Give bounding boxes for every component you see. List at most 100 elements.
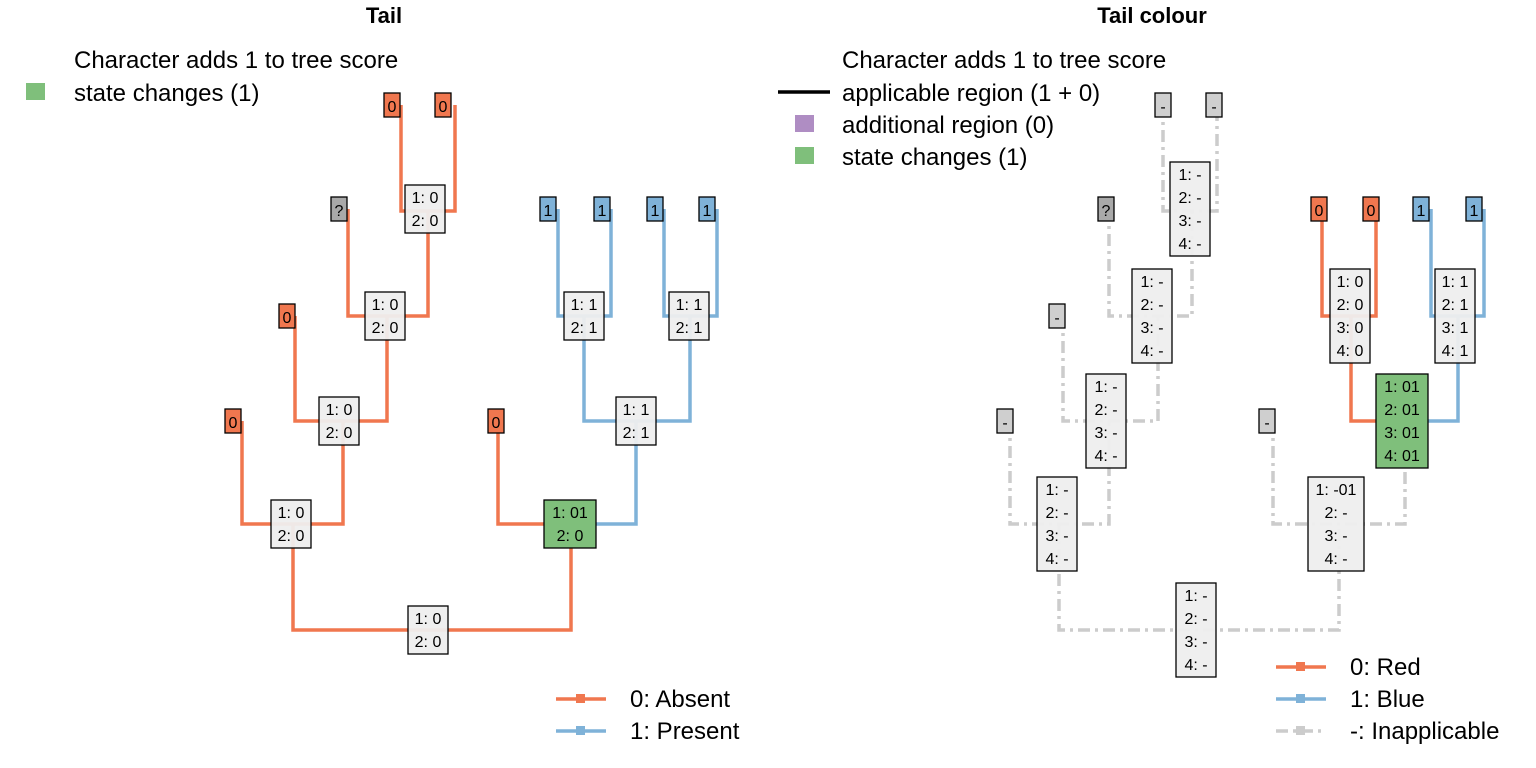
- tail-colour-score-item: state changes (1): [842, 144, 1027, 171]
- node-state-line: 4: 0: [1337, 343, 1364, 360]
- node-state-line: 4: -: [1140, 343, 1163, 360]
- tail-state-legend: 0: Absent 1: Present: [556, 686, 740, 745]
- node-state-line: 4: -: [1094, 448, 1117, 465]
- node-state-line: 1: 0: [415, 611, 442, 628]
- node-state-line: 4: -: [1324, 551, 1347, 568]
- tip-box: [1097, 196, 1115, 222]
- tip-box: [1154, 92, 1172, 118]
- node-state-line: 2: -: [1094, 402, 1117, 419]
- node-state-line: 3: 01: [1384, 425, 1420, 442]
- node-state-line: 1: 0: [412, 190, 439, 207]
- node-state-line: 1: 1: [571, 297, 598, 314]
- node-state-line: 2: 0: [412, 213, 439, 230]
- tail-score-header: Character adds 1 to tree score: [74, 47, 398, 74]
- state-change-swatch: [26, 83, 45, 100]
- node-state-line: 1: 0: [1337, 274, 1364, 291]
- state-change-node-box: [1375, 373, 1429, 469]
- node-box: [364, 291, 406, 341]
- tip-label: 0: [492, 415, 501, 432]
- node-state-line: 1: 0: [326, 402, 353, 419]
- node-state-line: 4: 1: [1442, 343, 1469, 360]
- tail-colour-score-item: additional region (0): [842, 112, 1054, 139]
- node-state-line: 2: 1: [623, 425, 650, 442]
- legend-marker-absent: [576, 694, 585, 703]
- tip-box: [698, 196, 716, 222]
- node-state-line: 1: -: [1140, 274, 1163, 291]
- node-state-line: 2: 0: [415, 634, 442, 651]
- node-state-line: 1: -: [1178, 167, 1201, 184]
- additional-region-swatch: [795, 115, 814, 132]
- node-box: [668, 291, 710, 341]
- tip-label: 1: [544, 203, 553, 220]
- tail-colour-score-item: applicable region (1 + 0): [842, 80, 1100, 107]
- tip-box: [434, 92, 452, 118]
- node-state-line: 4: -: [1178, 236, 1201, 253]
- state-change-swatch: [795, 147, 814, 164]
- tip-box: [1048, 303, 1066, 329]
- tip-box: [996, 408, 1014, 434]
- node-box: [563, 291, 605, 341]
- tip-label: 1: [1470, 203, 1479, 220]
- tip-label: 0: [283, 310, 292, 327]
- tip-label: 0: [1367, 203, 1376, 220]
- tip-box: [1310, 196, 1328, 222]
- node-box: [1175, 582, 1217, 678]
- tip-box: [487, 408, 505, 434]
- node-state-line: 3: 0: [1337, 320, 1364, 337]
- node-state-line: 2: 1: [1442, 297, 1469, 314]
- node-state-line: 3: -: [1045, 528, 1068, 545]
- legend-label-present: 1: Present: [630, 718, 740, 745]
- node-state-line: 3: -: [1324, 528, 1347, 545]
- node-box: [407, 605, 449, 655]
- tail-panel: Tail Character adds 1 to tree score stat…: [26, 3, 740, 745]
- node-state-line: 2: 0: [557, 528, 584, 545]
- tip-box: [330, 196, 348, 222]
- node-box: [1169, 161, 1211, 257]
- state-change-node-box: [543, 499, 597, 549]
- tip-box: [1412, 196, 1430, 222]
- node-state-line: 1: 0: [372, 297, 399, 314]
- node-state-line: 3: 1: [1442, 320, 1469, 337]
- tip-box: [224, 408, 242, 434]
- tail-colour-tree-edges: [1008, 105, 1486, 632]
- tail-panel-title: Tail: [366, 3, 402, 28]
- tip-box: [1362, 196, 1380, 222]
- node-state-line: 2: -: [1184, 611, 1207, 628]
- node-state-line: 2: -: [1140, 297, 1163, 314]
- node-state-line: 1: 01: [1384, 379, 1420, 396]
- node-box: [318, 396, 360, 446]
- tip-label: 1: [703, 203, 712, 220]
- legend-label-blue: 1: Blue: [1350, 686, 1425, 713]
- tip-label: 1: [598, 203, 607, 220]
- tip-box: [646, 196, 664, 222]
- tip-label: 0: [1315, 203, 1324, 220]
- node-state-line: 2: -: [1045, 505, 1068, 522]
- node-state-line: 2: -: [1324, 505, 1347, 522]
- tail-colour-score-header: Character adds 1 to tree score: [842, 47, 1166, 74]
- legend-label-red: 0: Red: [1350, 654, 1421, 681]
- tip-box: [278, 303, 296, 329]
- node-box: [404, 184, 446, 234]
- node-state-line: 4: -: [1184, 657, 1207, 674]
- node-state-line: 3: -: [1094, 425, 1117, 442]
- tip-label: ?: [335, 203, 344, 220]
- node-state-line: 1: -: [1184, 588, 1207, 605]
- node-state-line: 1: -: [1045, 482, 1068, 499]
- node-state-line: 4: 01: [1384, 448, 1420, 465]
- node-state-line: 2: 0: [372, 320, 399, 337]
- node-state-line: 1: 1: [623, 402, 650, 419]
- legend-marker-red: [1296, 662, 1305, 671]
- node-state-line: 2: 1: [676, 320, 703, 337]
- node-box: [615, 396, 657, 446]
- node-state-line: 2: 1: [571, 320, 598, 337]
- node-state-line: 2: -: [1178, 190, 1201, 207]
- tail-score-legend: Character adds 1 to tree score state cha…: [26, 47, 398, 107]
- node-box: [1434, 268, 1476, 364]
- tip-label: -: [1160, 99, 1165, 116]
- node-box: [1085, 373, 1127, 469]
- node-state-line: 3: -: [1140, 320, 1163, 337]
- tail-score-item: state changes (1): [74, 80, 259, 107]
